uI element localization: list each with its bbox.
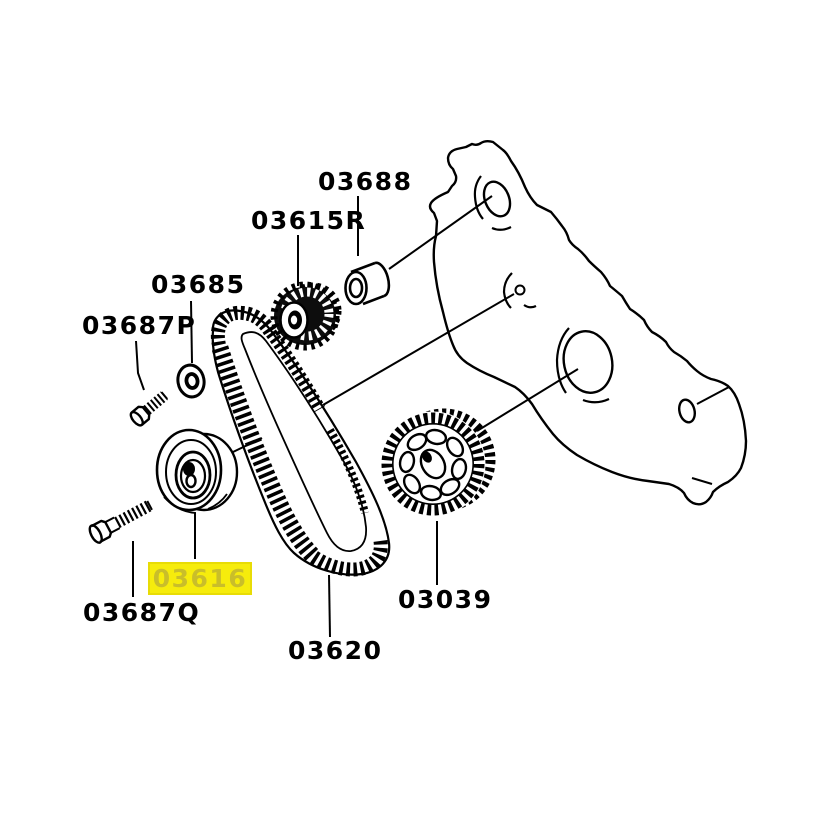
tensioner-pulley-drawing: [155, 428, 239, 514]
pump-sprocket-center-hole: [290, 315, 298, 325]
bolt-long-shank-bottom: [110, 527, 121, 534]
case-top-hole-arc-bottom: [491, 226, 512, 231]
belt-teeth-bottom-loop: [310, 536, 388, 577]
bolt-short-head: [130, 405, 151, 426]
part-label-03687Q: 03687Q: [83, 598, 201, 627]
axis-line-crank: [476, 368, 579, 432]
bolt-short-drawing: [129, 391, 169, 427]
leader-03687P: [135, 340, 145, 391]
washer-drawing: [176, 363, 206, 399]
case-lower-hole-arc-left: [555, 327, 570, 394]
axis-line-tensioner-b: [322, 293, 515, 406]
bolt-long-tip: [146, 500, 153, 511]
timing-belt-drawing: [210, 305, 391, 577]
crank-sprocket-holes: [398, 428, 468, 502]
engine-case-drawing: [428, 140, 748, 506]
part-label-03615R: 03615R: [251, 206, 367, 235]
bolt-short-threads: [143, 391, 168, 415]
case-top-hole-arc-left: [473, 175, 484, 220]
belt-teeth-left-band: [211, 345, 321, 564]
part-label-03688: 03688: [318, 167, 413, 196]
pump-sprocket-drawing: [270, 281, 342, 351]
leader-03685: [190, 300, 193, 364]
case-small-hole: [678, 398, 696, 424]
washer-outer: [176, 363, 206, 399]
belt-teeth-right-band: [266, 329, 326, 412]
case-middle-hole: [514, 284, 526, 296]
part-label-03620: 03620: [288, 636, 383, 665]
pulley-hub-inner: [179, 458, 207, 494]
axis-line-spacer: [388, 195, 493, 270]
case-top-hole: [482, 180, 512, 218]
pulley-arc-fragment-left: [163, 496, 197, 514]
leader-lines: [132, 196, 438, 638]
spacer-body-end: [374, 261, 391, 298]
crank-sprocket-root-circle: [391, 422, 474, 505]
pulley-center-hole: [185, 473, 197, 489]
case-middle-hole-arc-bottom: [523, 304, 537, 309]
part-label-03616-highlight[interactable]: 03616: [148, 562, 252, 595]
pump-sprocket-outer-teeth: [270, 281, 340, 351]
part-label-03687P: 03687P: [82, 311, 197, 340]
bolt-long-head: [90, 519, 113, 544]
bolt-short-tip: [160, 391, 169, 400]
case-lower-hole-arc-bottom: [582, 397, 610, 404]
bolt-long-drawing: [88, 500, 153, 544]
leader-03620: [328, 574, 331, 638]
bolt-long-threads: [114, 500, 153, 529]
pulley-hub-outer: [174, 450, 212, 500]
pulley-hub-shadow: [183, 462, 195, 476]
crank-sprocket-teeth: [381, 412, 485, 516]
case-notch-line: [691, 477, 713, 485]
belt-inner-contour: [240, 331, 367, 552]
pulley-arc-fragment-right: [207, 493, 228, 510]
spacer-face-hole: [348, 277, 364, 299]
spacer-drawing: [344, 261, 391, 306]
crank-sprocket-center-hole: [419, 448, 447, 480]
part-label-03616: 03616: [152, 564, 248, 593]
pulley-face-ring: [165, 439, 217, 505]
engine-case-outline: [428, 140, 748, 506]
case-middle-hole-arc-left: [502, 272, 513, 309]
case-small-hole-line: [696, 386, 730, 405]
belt-teeth-top-loop: [210, 305, 278, 347]
crank-sprocket-face: [393, 424, 473, 504]
crank-sprocket-center-shadow: [422, 451, 432, 463]
crankshaft-sprocket-drawing: [380, 408, 496, 517]
spacer-face-outer: [344, 270, 368, 306]
washer-hole: [184, 372, 200, 390]
part-label-03039: 03039: [398, 585, 493, 614]
spacer-body-bottom: [362, 294, 385, 306]
part-label-03685: 03685: [151, 270, 246, 299]
spacer-body-top: [350, 261, 376, 274]
case-lower-hole: [562, 330, 614, 394]
belt-outer-contour: [211, 309, 391, 576]
bolt-long-shank-top: [104, 516, 115, 524]
